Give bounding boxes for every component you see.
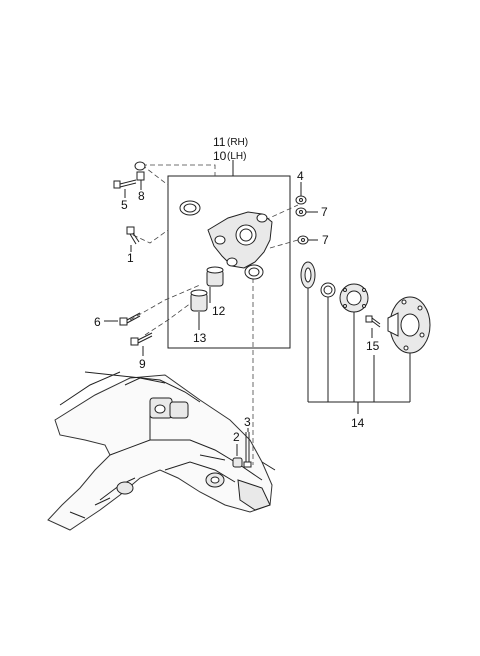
nut-7-lower	[297, 235, 309, 245]
label-12: 12	[212, 304, 226, 318]
hub-bearing	[339, 283, 369, 313]
bolt-9	[130, 332, 153, 346]
label-1: 1	[127, 251, 134, 265]
bushing-13	[190, 289, 208, 312]
bushing-12	[206, 266, 224, 287]
nut-7-upper	[295, 207, 307, 217]
bolt-3	[243, 432, 252, 468]
callout-labels: 11 (RH) 10 (LH) 4 7 7 5 8 1 6 9 12 13 15…	[94, 135, 380, 444]
bolt-1	[126, 226, 140, 245]
wheel-hub	[387, 296, 431, 354]
label-2: 2	[233, 430, 240, 444]
seal	[320, 282, 336, 298]
backing-plate	[300, 261, 316, 289]
label-10: 10	[213, 149, 227, 163]
label-5: 5	[121, 198, 128, 212]
label-7-upper: 7	[321, 205, 328, 219]
label-3: 3	[244, 415, 251, 429]
knuckle-group-frame	[167, 160, 291, 349]
label-8: 8	[138, 189, 145, 203]
label-13: 13	[193, 331, 207, 345]
label-10-side: (LH)	[227, 151, 246, 162]
rear-knuckle	[179, 200, 273, 280]
label-11-side: (RH)	[227, 137, 248, 148]
bolt-5	[113, 179, 137, 189]
label-14: 14	[351, 416, 365, 430]
label-7-lower: 7	[322, 233, 329, 247]
nut-4	[295, 195, 307, 205]
label-15: 15	[366, 339, 380, 353]
nut-2	[232, 457, 243, 468]
label-6: 6	[94, 315, 101, 329]
rear-subframe	[47, 371, 276, 531]
bolt-6	[119, 312, 141, 326]
leader-lines	[104, 180, 411, 456]
hub-bolt-15	[365, 315, 381, 328]
assembly-dashed-lines	[129, 164, 299, 465]
washer-8	[134, 161, 146, 181]
label-11: 11	[213, 135, 226, 149]
label-9: 9	[139, 357, 146, 371]
label-4: 4	[297, 169, 304, 183]
